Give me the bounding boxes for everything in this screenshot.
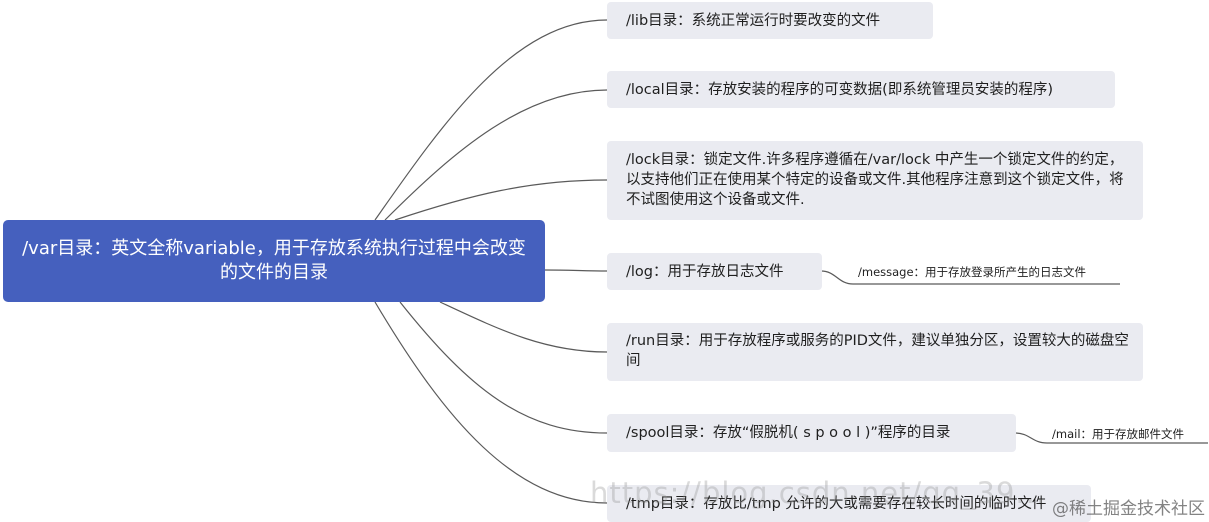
node-spool-mail[interactable]: /mail：用于存放邮件文件 [1052, 426, 1184, 442]
node-spool[interactable]: /spool目录：存放“假脱机( s p o o l )”程序的目录 [607, 414, 1016, 452]
node-local[interactable]: /local目录：存放安装的程序的可变数据(即系统管理员安装的程序) [607, 71, 1115, 108]
node-spool-label: /spool目录：存放“假脱机( s p o o l )”程序的目录 [626, 425, 951, 441]
connector-run [439, 301, 608, 353]
node-log-label: /log：用于存放日志文件 [626, 263, 784, 280]
connector-lock [394, 179, 608, 221]
connector-tmp [374, 301, 608, 504]
connector-local [384, 89, 608, 221]
node-lock-label: /lock目录：锁定文件.许多程序遵循在/var/lock 中产生一个锁定文件的… [626, 152, 1124, 208]
watermark-url: https://blog.csdn.net/qq_39... [590, 476, 1047, 510]
watermark-brand: @稀土掘金技术社区 [1052, 499, 1205, 519]
node-tmp-label: /tmp目录：存放比/tmp 允许的大或需要存在较长时间的临时文件 [626, 495, 1047, 512]
node-log[interactable]: /log：用于存放日志文件 [607, 253, 822, 290]
connector-log-message [820, 270, 1120, 285]
root-node-var[interactable]: /var目录：英文全称variable，用于存放系统执行过程中会改变的文件的目录 [3, 220, 545, 302]
connector-spool-mail [1014, 432, 1208, 444]
node-spool-mail-label: /mail：用于存放邮件文件 [1052, 427, 1185, 441]
node-local-label: /local目录：存放安装的程序的可变数据(即系统管理员安装的程序) [626, 81, 1053, 98]
connector-spool [399, 301, 608, 434]
node-lib-label: /lib目录：系统正常运行时要改变的文件 [626, 12, 881, 29]
node-log-message-label: /message：用于存放登录所产生的日志文件 [858, 265, 1087, 279]
node-tmp[interactable]: /tmp目录：存放比/tmp 允许的大或需要存在较长时间的临时文件 [607, 485, 1091, 522]
node-run[interactable]: /run目录：用于存放程序或服务的PID文件，建议单独分区，设置较大的磁盘空间 [607, 323, 1143, 381]
connector-lib [374, 19, 608, 221]
connector-log [544, 269, 608, 272]
node-lib[interactable]: /lib目录：系统正常运行时要改变的文件 [607, 2, 933, 39]
node-log-message[interactable]: /message：用于存放登录所产生的日志文件 [858, 264, 1086, 280]
node-run-label: /run目录：用于存放程序或服务的PID文件，建议单独分区，设置较大的磁盘空间 [626, 333, 1129, 369]
root-node-label: /var目录：英文全称variable，用于存放系统执行过程中会改变的文件的目录 [22, 238, 526, 283]
node-lock[interactable]: /lock目录：锁定文件.许多程序遵循在/var/lock 中产生一个锁定文件的… [607, 141, 1143, 220]
